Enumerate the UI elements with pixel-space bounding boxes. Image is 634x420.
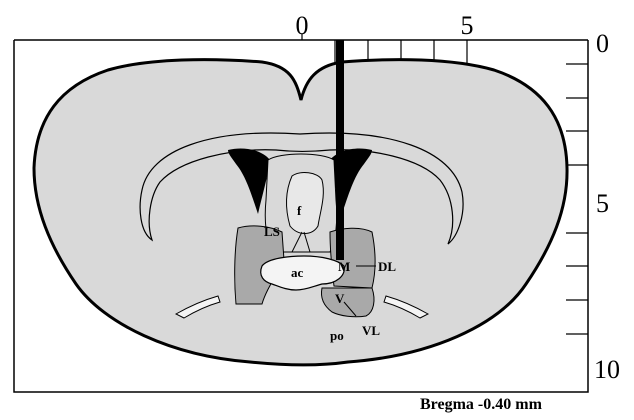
- region-label-V: V: [335, 291, 345, 306]
- region-label-f: f: [297, 203, 302, 218]
- top-scale-label-5: 5: [461, 11, 474, 40]
- right-scale-label-0: 0: [596, 29, 609, 58]
- region-label-DL: DL: [378, 259, 396, 274]
- top-scale-ruler: 0 5: [14, 11, 588, 64]
- right-scale-label-5: 5: [596, 189, 609, 218]
- right-scale-label-10: 10: [594, 355, 620, 384]
- bregma-caption: Bregma -0.40 mm: [420, 396, 543, 413]
- region-label-po: po: [330, 328, 344, 343]
- right-scale-ruler: 0 5 10: [566, 29, 620, 384]
- top-scale-label-0: 0: [296, 11, 309, 40]
- electrode-track: [336, 40, 344, 260]
- region-label-LS: LS: [264, 224, 280, 239]
- region-label-ac: ac: [291, 265, 304, 280]
- region-label-M: M: [338, 259, 350, 274]
- region-label-VL: VL: [362, 323, 380, 338]
- fornix-outline: [287, 173, 324, 234]
